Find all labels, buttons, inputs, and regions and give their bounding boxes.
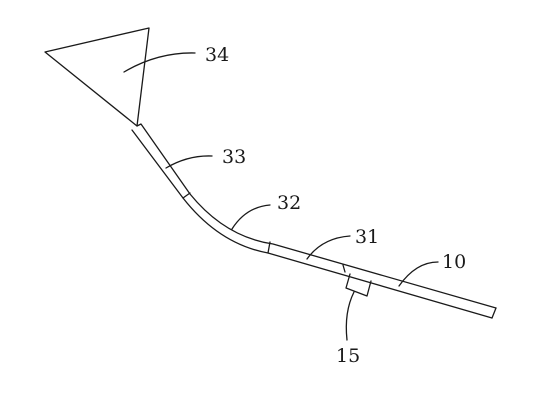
divider-33-32 [182, 192, 191, 199]
leader-10 [398, 261, 439, 287]
label-31: 31 [355, 226, 379, 248]
leader-15 [345, 291, 355, 341]
label-33: 33 [222, 146, 246, 168]
fitting-15 [345, 273, 372, 297]
tube-end-cap [491, 307, 497, 319]
tube-edge-lower [131, 129, 493, 319]
leader-31 [306, 235, 351, 260]
tube-edge-upper [136, 123, 497, 309]
divider-31-10 [342, 264, 346, 273]
funnel-head-34 [44, 27, 150, 127]
tube-body [131, 123, 497, 319]
divider-32-31 [267, 241, 271, 254]
leader-34 [123, 52, 196, 73]
label-15: 15 [336, 345, 360, 367]
label-34: 34 [205, 44, 229, 66]
leader-lines [123, 52, 439, 341]
label-32: 32 [277, 192, 301, 214]
label-10: 10 [442, 251, 466, 273]
leader-33 [165, 155, 213, 169]
segment-dividers [182, 192, 346, 273]
leader-32 [231, 204, 271, 230]
